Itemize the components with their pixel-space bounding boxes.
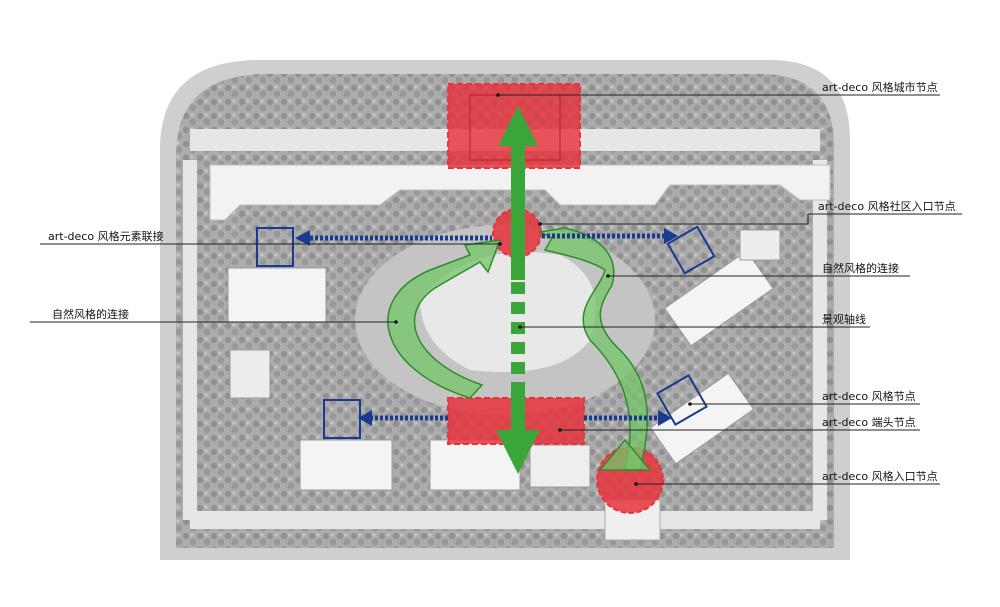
element-link-arrows [295, 228, 678, 426]
natural-link-curves [387, 227, 652, 471]
label-natural-link-left: 自然风格的连接 [52, 307, 129, 321]
label-landscape-axis: 景观轴线 [822, 312, 866, 326]
element-link-squares [256, 225, 716, 439]
label-end-node: art-deco 端头节点 [822, 416, 916, 429]
label-community-entrance: art-deco 风格社区入口节点 [818, 199, 956, 213]
label-element-link: art-deco 风格元素联接 [48, 229, 164, 243]
label-entrance-node: art-deco 风格入口节点 [822, 469, 938, 483]
label-style-node: art-deco 风格节点 [822, 389, 916, 403]
landscape-axis-arrow [496, 106, 540, 474]
label-natural-link-right: 自然风格的连接 [822, 261, 899, 275]
label-city-node: art-deco 风格城市节点 [822, 80, 938, 94]
leader-dots [394, 93, 692, 486]
leader-lines [30, 94, 962, 485]
